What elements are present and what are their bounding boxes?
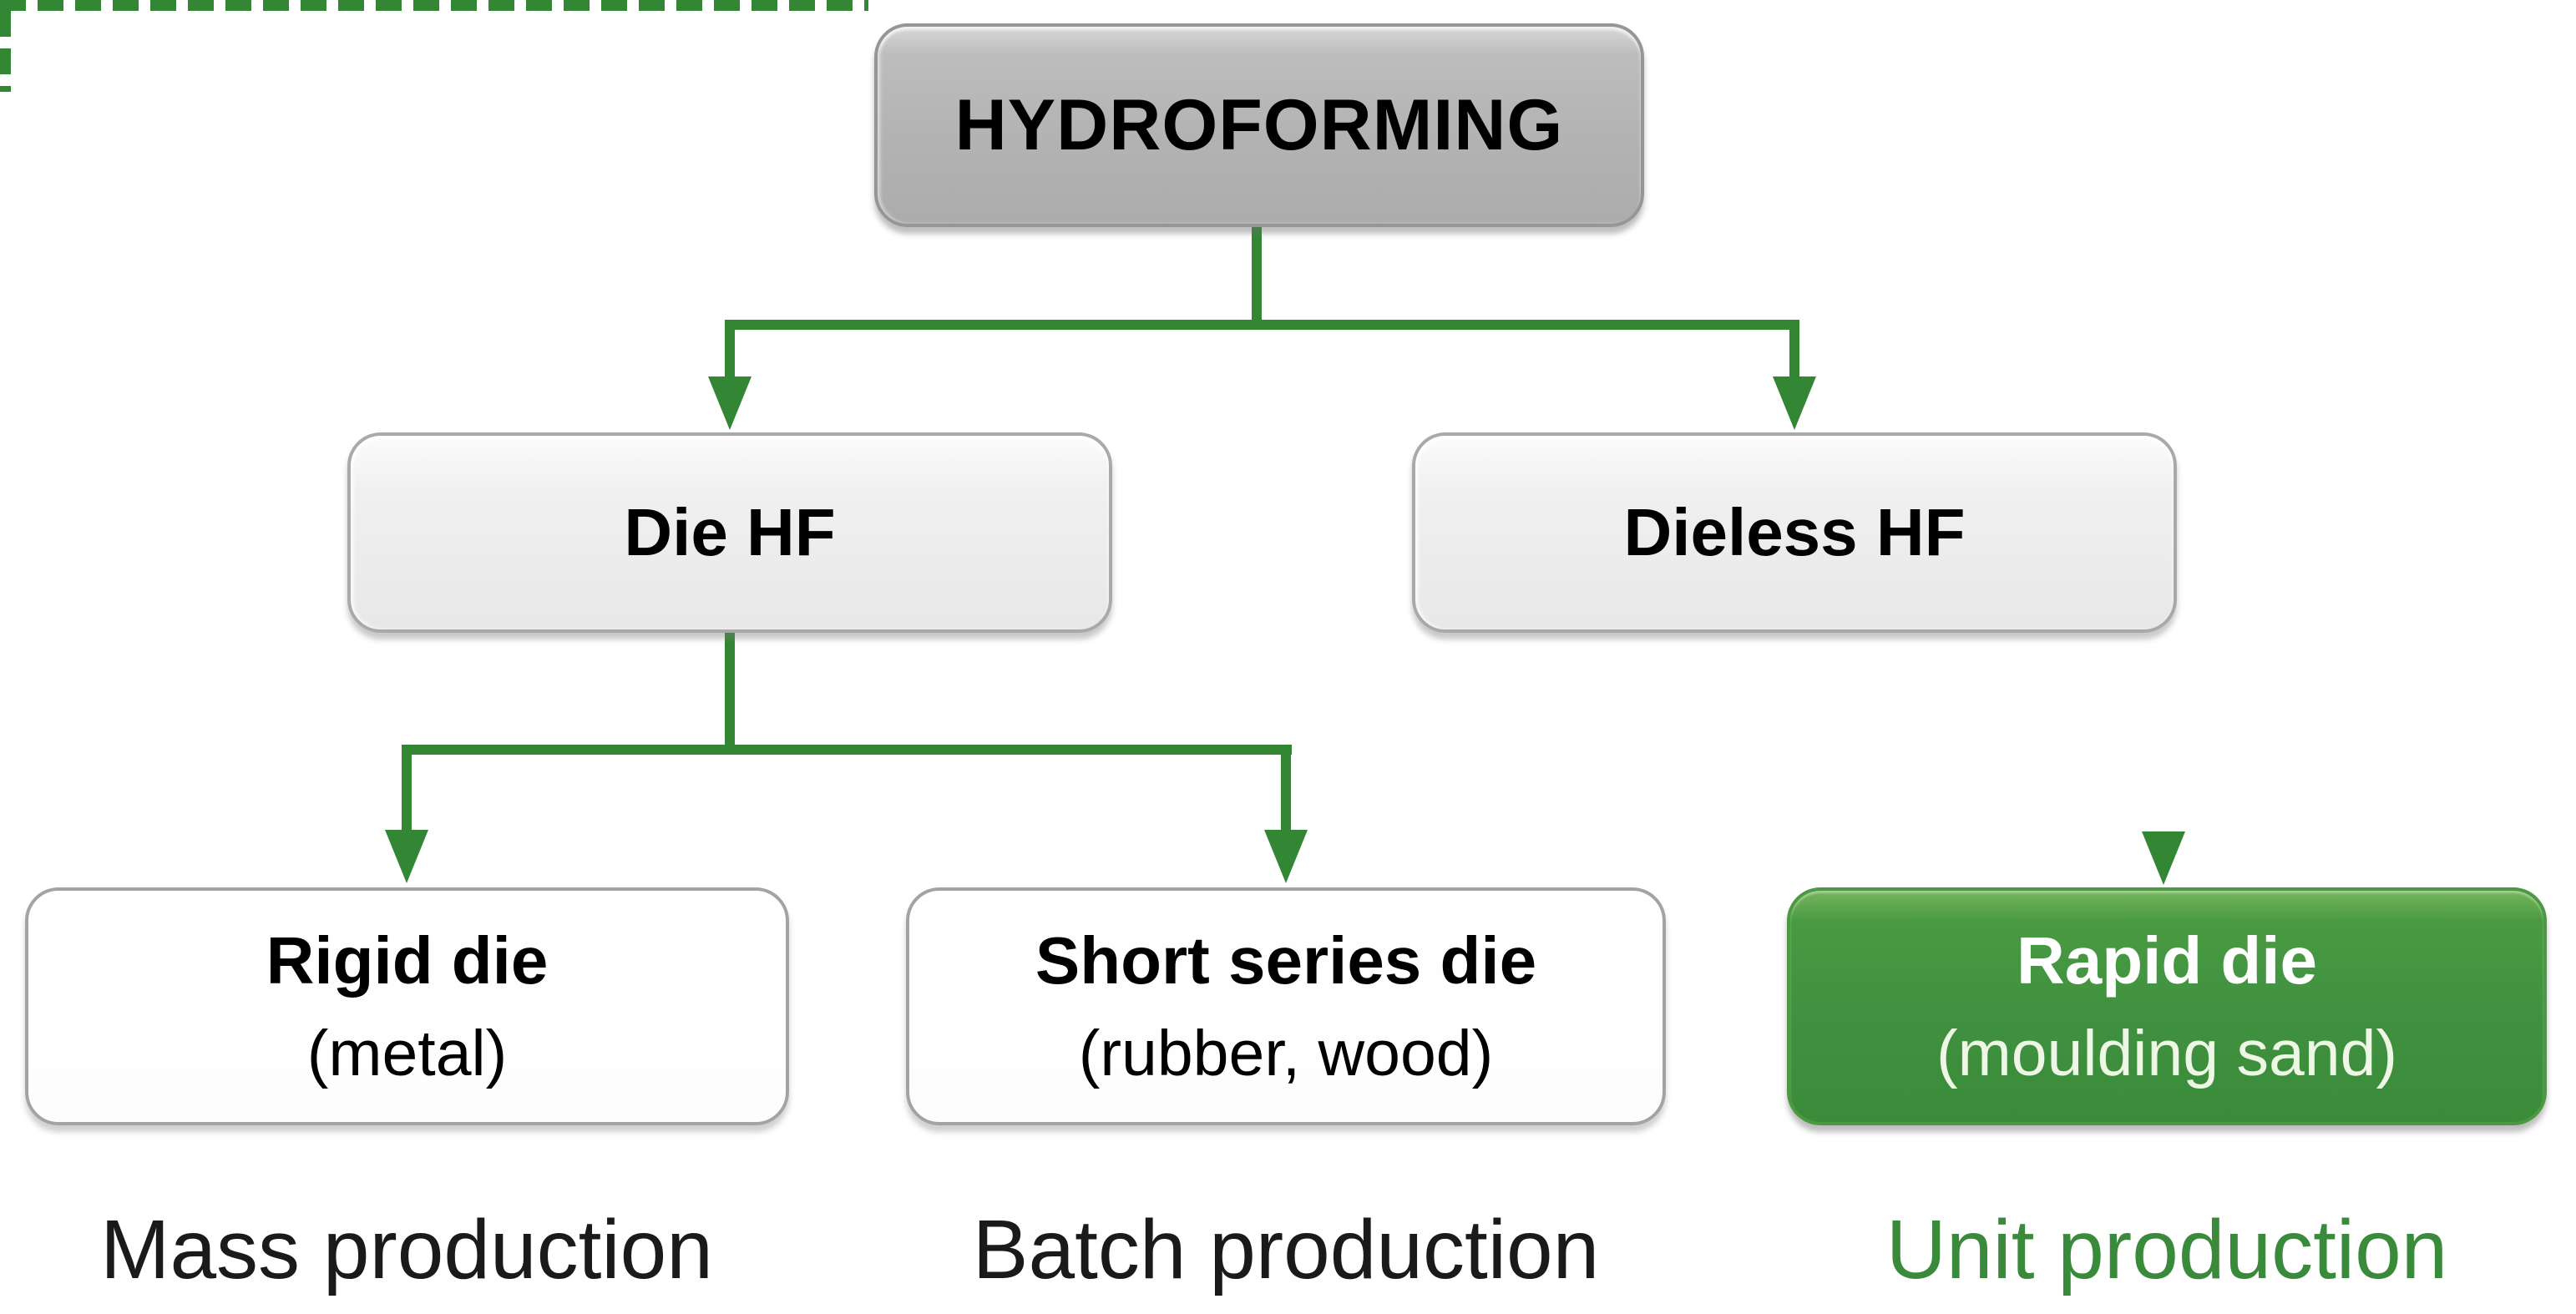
connector-drop-rapid-die-dashed bbox=[0, 11, 11, 92]
label-batch-production: Batch production bbox=[972, 1203, 1600, 1296]
connector-level2-rail-dashed bbox=[0, 0, 868, 11]
node-rigid-die-title: Rigid die bbox=[266, 923, 549, 998]
node-die-hf: Die HF bbox=[347, 432, 1112, 633]
connector-drop-rigid-die bbox=[402, 750, 412, 831]
dieless-hf-arrowhead-icon bbox=[1773, 377, 1816, 430]
node-rigid-die: Rigid die (metal) bbox=[25, 887, 789, 1125]
rapid-die-arrowhead-icon bbox=[2142, 831, 2185, 885]
label-mass-production: Mass production bbox=[100, 1203, 713, 1296]
node-hydroforming-label: HYDROFORMING bbox=[954, 84, 1564, 165]
node-rapid-die: Rapid die (moulding sand) bbox=[1787, 887, 2547, 1125]
connector-die-hf-stem bbox=[725, 629, 735, 750]
node-die-hf-label: Die HF bbox=[624, 495, 836, 569]
connector-drop-dieless-hf bbox=[1789, 325, 1799, 378]
short-series-die-arrowhead-icon bbox=[1264, 830, 1308, 883]
connector-drop-short-series-die bbox=[1281, 755, 1291, 831]
node-rapid-die-title: Rapid die bbox=[2016, 923, 2318, 998]
node-short-series-die-subtitle: (rubber, wood) bbox=[1078, 1017, 1494, 1089]
connector-root-stem bbox=[1252, 224, 1262, 325]
node-hydroforming: HYDROFORMING bbox=[874, 23, 1644, 227]
node-dieless-hf-label: Dieless HF bbox=[1623, 495, 1966, 569]
die-hf-arrowhead-icon bbox=[708, 377, 752, 430]
node-rigid-die-subtitle: (metal) bbox=[306, 1017, 508, 1089]
node-dieless-hf: Dieless HF bbox=[1412, 432, 2177, 633]
node-short-series-die: Short series die (rubber, wood) bbox=[906, 887, 1666, 1125]
node-rapid-die-subtitle: (moulding sand) bbox=[1936, 1017, 2398, 1089]
connector-level1-rail bbox=[725, 320, 1799, 330]
label-unit-production: Unit production bbox=[1885, 1203, 2448, 1296]
rigid-die-arrowhead-icon bbox=[385, 830, 428, 883]
connector-level2-rail-solid bbox=[402, 745, 1292, 755]
node-short-series-die-title: Short series die bbox=[1035, 923, 1537, 998]
connector-drop-die-hf bbox=[725, 325, 735, 378]
